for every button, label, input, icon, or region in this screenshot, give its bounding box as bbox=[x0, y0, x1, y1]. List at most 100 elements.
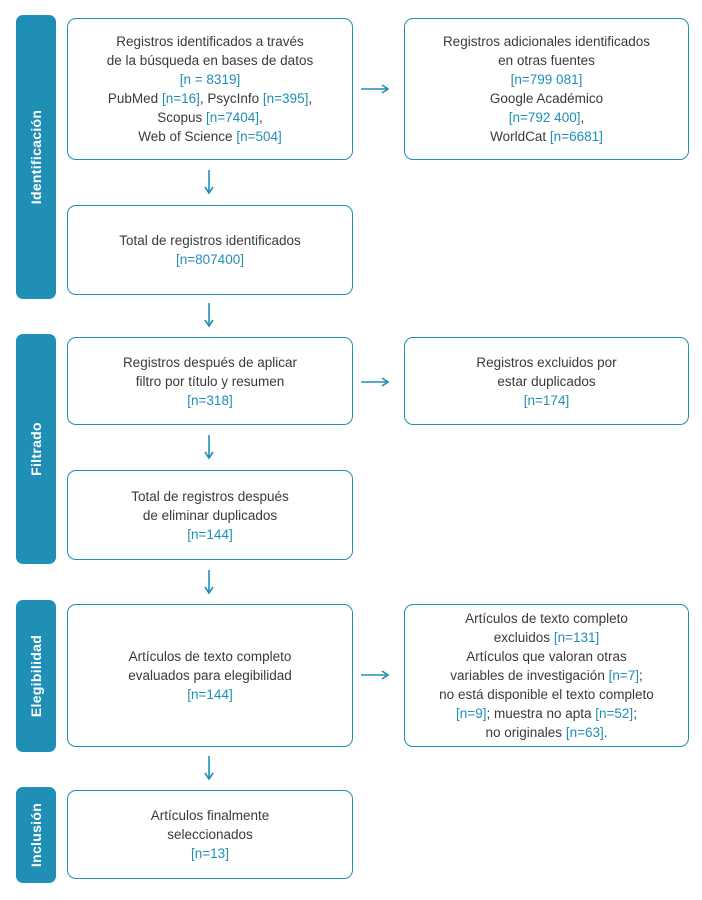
box-text: , bbox=[308, 91, 313, 106]
box-text: Total de registros identificados bbox=[119, 233, 301, 248]
box-line: [n=144] bbox=[187, 525, 232, 544]
arrow-down-3 bbox=[202, 434, 216, 460]
box-text: . bbox=[603, 725, 608, 740]
box-line: [n=807400] bbox=[176, 250, 244, 269]
arrow-right-2 bbox=[360, 376, 390, 388]
box-line: de la búsqueda en bases de datos bbox=[107, 51, 313, 70]
count-value: [n=807400] bbox=[176, 252, 244, 267]
box-total-identified: Total de registros identificados [n=80740… bbox=[67, 205, 353, 295]
box-text: WorldCat bbox=[490, 129, 550, 144]
box-text: ; muestra no apta bbox=[486, 706, 596, 721]
box-line: Artículos que valoran otras bbox=[466, 647, 627, 666]
box-line: Registros excluidos por bbox=[476, 353, 616, 372]
phase-filtrado: Filtrado bbox=[16, 334, 56, 564]
box-text: no está disponible el texto completo bbox=[439, 687, 654, 702]
box-text: en otras fuentes bbox=[498, 53, 595, 68]
box-text: seleccionados bbox=[167, 827, 253, 842]
arrow-down-1 bbox=[202, 169, 216, 195]
box-line: Artículos finalmente bbox=[151, 806, 270, 825]
phase-inclusion: Inclusión bbox=[16, 787, 56, 883]
count-value: [n=7404] bbox=[206, 110, 259, 125]
count-value: [n=504] bbox=[236, 129, 282, 144]
box-text: Artículos de texto completo bbox=[465, 611, 628, 626]
count-value: [n=6681] bbox=[549, 129, 603, 144]
count-value: [n=13] bbox=[191, 846, 229, 861]
count-value: [n=174] bbox=[523, 392, 570, 408]
box-line: Scopus [n=7404], bbox=[157, 108, 262, 127]
box-line: Google Académico bbox=[490, 89, 603, 108]
box-line: [n=318] bbox=[187, 391, 232, 410]
box-line: Web of Science [n=504] bbox=[138, 127, 281, 146]
box-line: WorldCat [n=6681] bbox=[490, 127, 603, 146]
arrow-right-1 bbox=[360, 83, 390, 95]
box-text: evaluados para elegibilidad bbox=[128, 668, 292, 683]
box-included: Artículos finalmente seleccionados [n=13] bbox=[67, 790, 353, 879]
count-value: [n=52] bbox=[595, 706, 634, 721]
box-line: no está disponible el texto completo bbox=[439, 685, 654, 704]
box-line: [n = 8319] bbox=[180, 70, 240, 89]
count-value: [n=799 081] bbox=[510, 72, 583, 87]
box-text: Artículos de texto completo bbox=[128, 649, 292, 664]
arrow-down-5 bbox=[202, 755, 216, 781]
box-line: excluidos [n=131] bbox=[494, 628, 599, 647]
box-text: Artículos finalmente bbox=[150, 808, 270, 823]
box-text: , PsycInfo bbox=[199, 91, 263, 106]
box-line: [n=9]; muestra no apta [n=52]; bbox=[456, 704, 637, 723]
box-text: filtro por título y resumen bbox=[135, 373, 285, 389]
box-line: no originales [n=63]. bbox=[486, 723, 608, 742]
count-value: [n=144] bbox=[187, 687, 233, 702]
box-line: [n=799 081] bbox=[511, 70, 583, 89]
box-text: Google Académico bbox=[489, 91, 604, 106]
box-text: Registros identificados a través bbox=[116, 34, 304, 49]
box-text: , bbox=[258, 110, 263, 125]
box-text: variables de investigación bbox=[450, 668, 609, 683]
box-line: estar duplicados bbox=[497, 372, 595, 391]
count-value: [n=9] bbox=[456, 706, 487, 721]
count-value: [n=792 400] bbox=[508, 110, 581, 125]
box-line: PubMed [n=16], PsycInfo [n=395], bbox=[108, 89, 312, 108]
count-value: [n=7] bbox=[608, 668, 639, 683]
box-text: , bbox=[580, 110, 585, 125]
box-fulltext-assessed: Artículos de texto completo evaluados par… bbox=[67, 604, 353, 747]
box-line: Total de registros identificados bbox=[119, 231, 301, 250]
count-value: [n=318] bbox=[187, 392, 233, 408]
box-line: [n=13] bbox=[191, 844, 229, 863]
box-line: variables de investigación [n=7]; bbox=[450, 666, 643, 685]
phase-elegibilidad: Elegibilidad bbox=[16, 600, 56, 752]
box-line: [n=144] bbox=[187, 685, 232, 704]
box-text: no originales bbox=[485, 725, 566, 740]
phase-filtrado-label: Filtrado bbox=[28, 422, 44, 476]
box-text: Registros excluidos por bbox=[476, 354, 617, 370]
phase-inclusion-label: Inclusión bbox=[28, 802, 44, 868]
box-line: [n=174] bbox=[524, 391, 569, 410]
phase-elegibilidad-label: Elegibilidad bbox=[28, 634, 44, 718]
box-line: Total de registros después bbox=[131, 487, 289, 506]
arrow-down-4 bbox=[202, 569, 216, 595]
box-text: estar duplicados bbox=[497, 373, 596, 389]
box-line: Registros identificados a través bbox=[116, 32, 304, 51]
box-text: ; bbox=[638, 668, 643, 683]
count-value: [n = 8319] bbox=[179, 72, 241, 87]
box-line: evaluados para elegibilidad bbox=[128, 666, 292, 685]
count-value: [n=63] bbox=[565, 725, 604, 740]
box-text: Registros adicionales identificados bbox=[442, 34, 651, 49]
box-text: excluidos bbox=[493, 630, 554, 645]
phase-identificacion-label: Identificación bbox=[28, 109, 44, 205]
box-text: de la búsqueda en bases de datos bbox=[106, 53, 314, 68]
count-value: [n=16] bbox=[161, 91, 200, 106]
box-line: filtro por título y resumen bbox=[136, 372, 285, 391]
phase-identificacion: Identificación bbox=[16, 15, 56, 299]
box-db-search: Registros identificados a través de la bú… bbox=[67, 18, 353, 160]
box-text: de eliminar duplicados bbox=[142, 507, 278, 523]
arrow-down-2 bbox=[202, 302, 216, 328]
box-line: Registros después de aplicar bbox=[123, 353, 297, 372]
box-line: Artículos de texto completo bbox=[129, 647, 292, 666]
count-value: [n=131] bbox=[553, 630, 600, 645]
box-other-sources: Registros adicionales identificados en ot… bbox=[404, 18, 689, 160]
box-duplicates-excluded: Registros excluidos por estar duplicados [… bbox=[404, 337, 689, 425]
box-line: Registros adicionales identificados bbox=[443, 32, 650, 51]
box-text: Web of Science bbox=[138, 129, 237, 144]
count-value: [n=395] bbox=[262, 91, 309, 106]
